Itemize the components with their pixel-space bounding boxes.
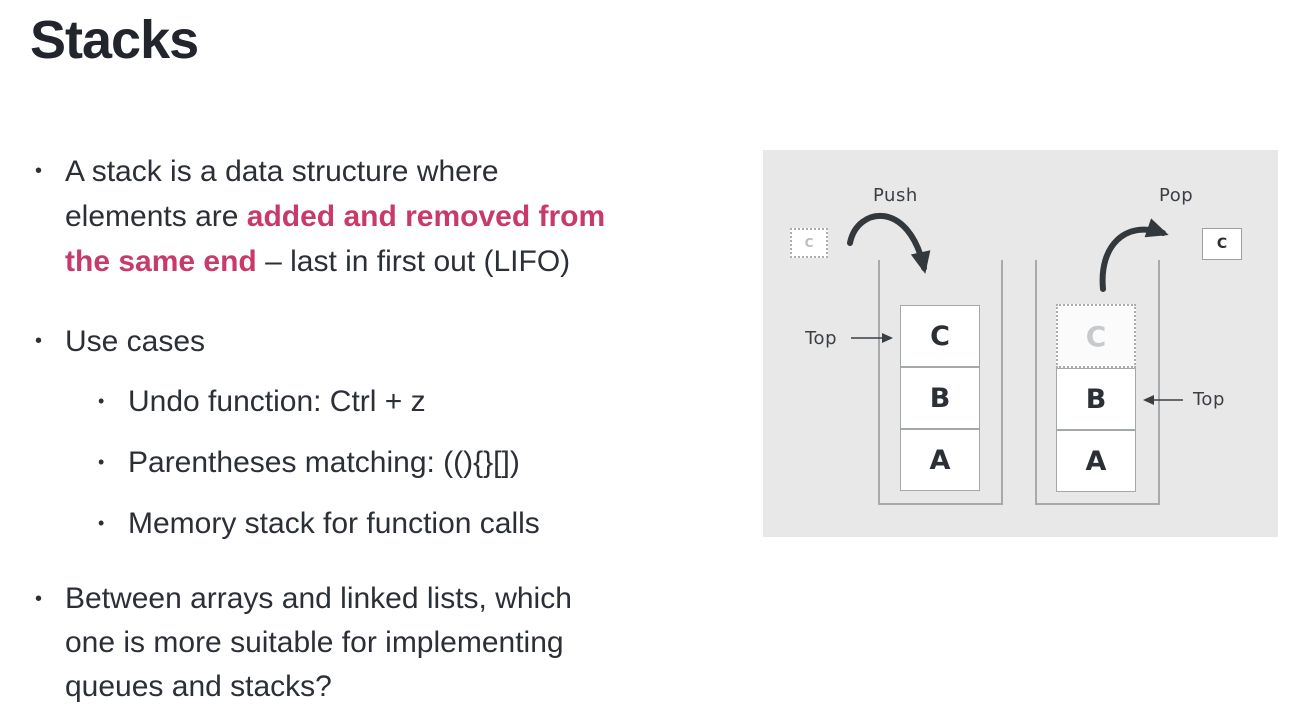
bullet-stack-definition: • A stack is a data structure where elem… — [33, 149, 605, 284]
text-line: A stack is a data structure where — [65, 149, 605, 194]
bullet-stack-definition-text: A stack is a data structure where elemen… — [65, 149, 605, 284]
right-stack-cell-b: B — [1056, 368, 1136, 430]
popped-item-box: C — [1202, 228, 1242, 260]
right-stack-ghost-cell-c: C — [1056, 304, 1136, 368]
bullet-dot: • — [35, 588, 43, 610]
text-line: elements are added and removed from — [65, 194, 605, 239]
text-line: Between arrays and linked lists, which — [65, 582, 572, 615]
highlighted-text-segment: the same end — [65, 245, 257, 278]
left-stack-cell-c: C — [900, 305, 980, 367]
list-item-parentheses: • Parentheses matching: ((){}[]) — [96, 440, 540, 485]
left-stack-container — [878, 260, 1003, 505]
use-cases-sublist: • Undo function: Ctrl + z • Parentheses … — [96, 379, 540, 562]
pop-label: Pop — [1159, 185, 1194, 206]
text-segment: – last in first out (LIFO) — [256, 245, 571, 278]
bullet-dot: • — [35, 330, 43, 352]
bullet-use-cases-label: Use cases — [65, 325, 206, 358]
text-line: the same end – last in first out (LIFO) — [65, 239, 605, 284]
highlighted-text-segment: added and removed from — [246, 200, 606, 233]
list-item-text: Memory stack for function calls — [128, 507, 540, 540]
text-line: queues and stacks? — [65, 670, 332, 703]
bullet-dot: • — [98, 391, 105, 411]
right-stack-cell-a: A — [1056, 430, 1136, 492]
page-title: Stacks — [30, 10, 199, 70]
text-segment: A stack is a data structure where — [65, 155, 499, 188]
text-line: one is more suitable for implementing — [65, 626, 564, 659]
bullet-question: • Between arrays and linked lists, which… — [33, 577, 572, 709]
bullet-use-cases: • Use cases — [33, 319, 205, 364]
text-segment: elements are — [65, 200, 247, 233]
top-pointer-label-left: Top — [805, 328, 837, 349]
list-item-text: Parentheses matching: ((){}[]) — [128, 446, 520, 479]
bullet-dot: • — [98, 513, 105, 533]
list-item-undo: • Undo function: Ctrl + z — [96, 379, 540, 424]
push-label: Push — [873, 185, 918, 206]
right-stack-container — [1035, 260, 1160, 505]
top-pointer-label-right: Top — [1193, 389, 1225, 410]
incoming-item-label: C — [804, 236, 814, 250]
list-item-text: Undo function: Ctrl + z — [128, 385, 426, 418]
list-item-memory-stack: • Memory stack for function calls — [96, 501, 540, 546]
left-stack-cell-a: A — [900, 429, 980, 491]
diagram-arrows — [847, 212, 1183, 405]
popped-item-label: C — [1216, 236, 1228, 252]
left-stack-cell-b: B — [900, 367, 980, 429]
bullet-question-text: Between arrays and linked lists, which o… — [65, 577, 572, 709]
bullet-dot: • — [98, 452, 105, 472]
incoming-item-box: C — [790, 228, 828, 258]
bullet-dot: • — [35, 160, 43, 182]
stack-diagram-panel: Push Pop C C C B A C B A Top Top — [763, 150, 1278, 537]
